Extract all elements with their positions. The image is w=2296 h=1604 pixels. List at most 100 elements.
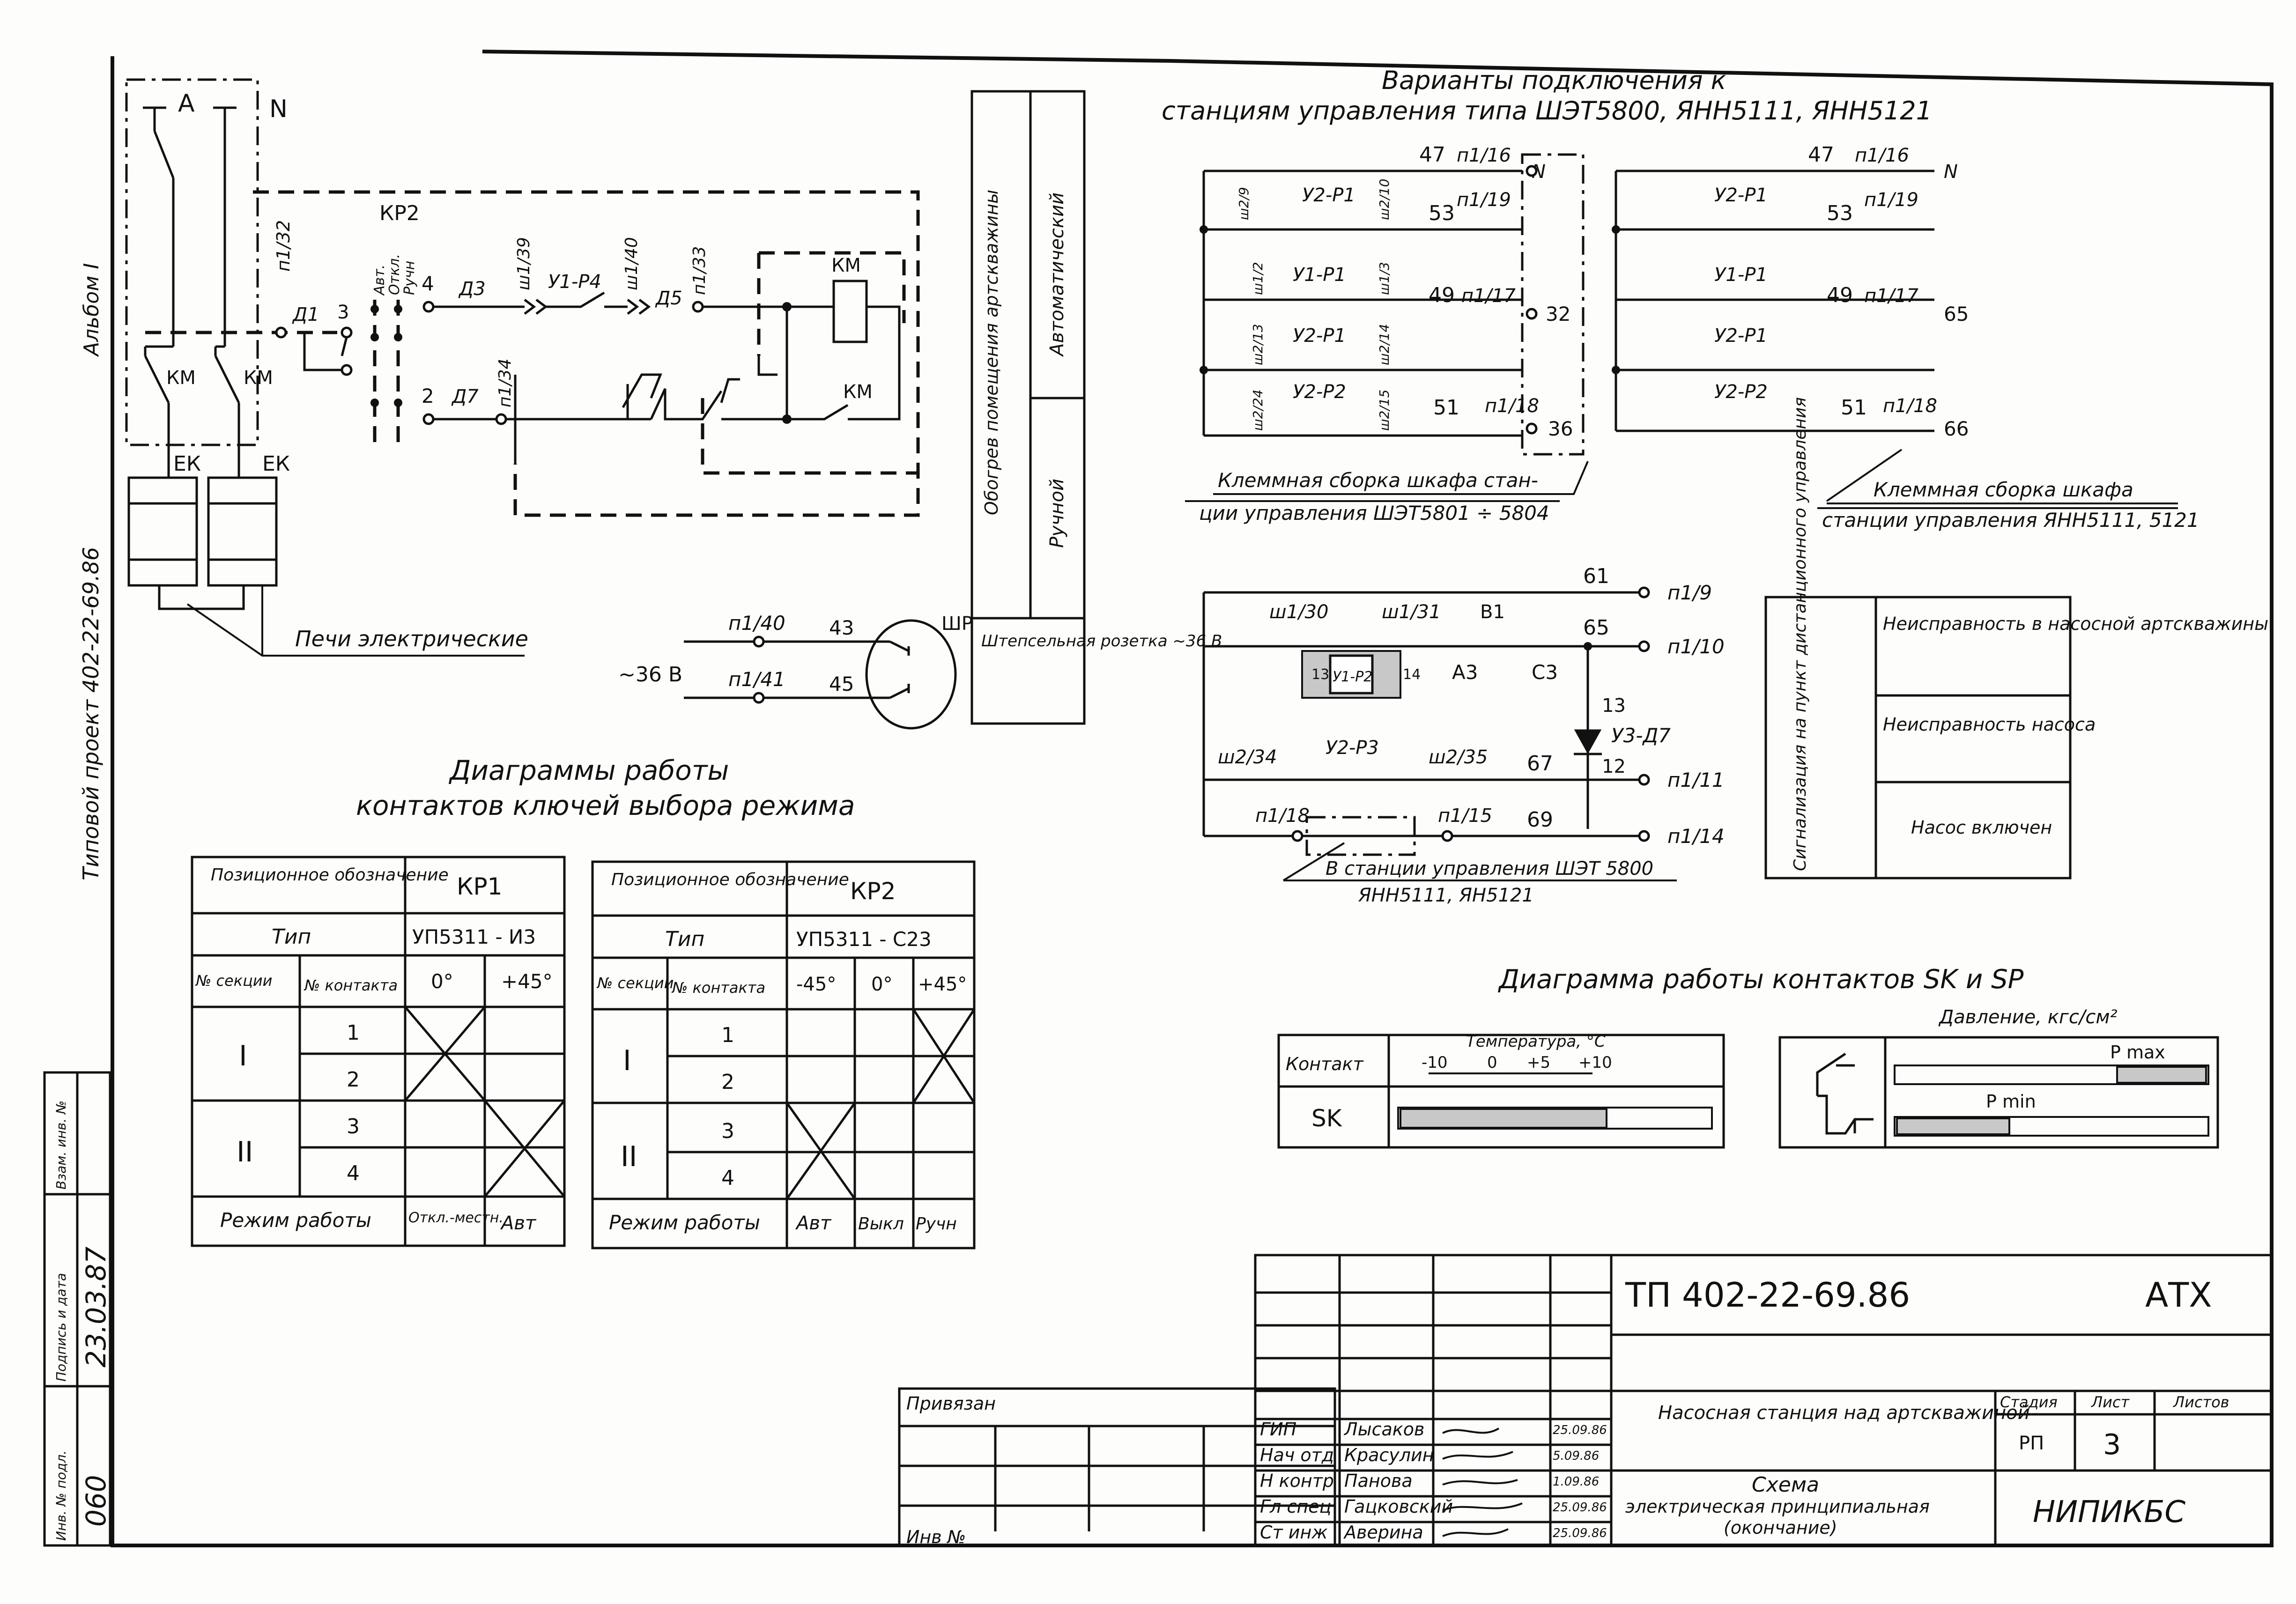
- v1-caption-2: ции управления ШЭТ5801 ÷ 5804: [1199, 502, 1549, 525]
- v2-caption-1: Клеммная сборка шкафа: [1874, 478, 2133, 501]
- v2-53-label: 53: [1827, 201, 1853, 225]
- sig-row-1: Неисправность в насосной артскважины: [1883, 614, 2268, 634]
- heater-2: [207, 476, 278, 587]
- v2-relay-3: У2-Р1: [1714, 325, 1768, 347]
- v1-conn-4: ш1/3: [1377, 262, 1392, 295]
- v1-conn-8: ш2/15: [1377, 390, 1392, 431]
- variants-title-2: станциям управления типа ШЭТ5800, ЯНН511…: [1162, 96, 1932, 126]
- kp2-h-mode: Режим работы: [609, 1211, 760, 1234]
- key-diagrams-title-2: контактов ключей выбора режима: [356, 790, 855, 821]
- side-auto-label: Автоматический: [1046, 192, 1068, 357]
- sig-p111-label: п1/11: [1667, 769, 1725, 791]
- sig-sh234-label: ш2/34: [1218, 747, 1277, 768]
- kp1-angle-0: 0°: [431, 970, 453, 993]
- sig-67-label: 67: [1527, 752, 1553, 776]
- kp2-angle-1: 0°: [871, 974, 892, 995]
- left-margin: Альбом I Типовой проект 402-22-69.86 Вза…: [43, 263, 112, 1547]
- v2-relay-1: У2-Р1: [1714, 185, 1768, 206]
- v2-terminal-66: 66: [1944, 417, 1969, 440]
- project-label: Типовой проект 402-22-69.86: [78, 547, 104, 880]
- kp1-h-cont: № контакта: [304, 976, 398, 994]
- v1-caption-1: Клеммная сборка шкафа стан-: [1218, 469, 1538, 492]
- tb-drawing-3: (окончание): [1724, 1517, 1837, 1538]
- tb-date-1: 5.09.86: [1553, 1449, 1599, 1463]
- sig-13b-label: 13: [1602, 695, 1626, 717]
- kp2-name: КР2: [850, 878, 896, 905]
- tb-name-4: Аверина: [1343, 1522, 1423, 1543]
- tb-stage: РП: [2019, 1433, 2044, 1454]
- v1-conn-1: ш2/9: [1236, 187, 1252, 220]
- sig-y2p3-label: У2-Р3: [1326, 737, 1379, 759]
- sig-sh235-label: ш2/35: [1429, 747, 1488, 768]
- pmax-band: [2116, 1066, 2207, 1084]
- p133-label: п1/33: [690, 246, 709, 295]
- plug-socket: [865, 619, 957, 730]
- sksp-tick-1: 0: [1487, 1053, 1497, 1072]
- kp2-angle-0: -45°: [796, 974, 836, 995]
- sig-p110-label: п1/10: [1667, 635, 1725, 658]
- sh140-label: ш1/40: [622, 237, 641, 290]
- sig-v1-label: В1: [1480, 601, 1505, 623]
- neutral-n-label: N: [269, 95, 288, 123]
- v1-49-label: 49: [1429, 283, 1455, 307]
- kp1-type: УП5311 - И3: [412, 925, 536, 948]
- mode-off-label: Откл.: [386, 254, 403, 295]
- tb-sheet: 3: [2103, 1428, 2121, 1461]
- tb-role-0: ГИП: [1260, 1419, 1296, 1440]
- socket-shr-label: ШР: [941, 613, 973, 635]
- mode-auto-label: Авт.: [371, 265, 388, 296]
- v2-n-terminal: N: [1944, 161, 1958, 183]
- kp2-h-pos: Позиционное обозначение: [611, 870, 849, 889]
- sig-y1p2-label: У1-Р2: [1333, 669, 1372, 685]
- tb-role-3: Гл спец: [1260, 1496, 1332, 1517]
- v1-conn-5: ш2/13: [1250, 324, 1266, 366]
- phase-a-label: A: [178, 89, 195, 118]
- sig-12-label: 12: [1602, 756, 1626, 777]
- tb-date-2: 1.09.86: [1553, 1475, 1599, 1489]
- v2-49-label: 49: [1827, 283, 1853, 307]
- tb-code: ТП 402-22-69.86: [1625, 1275, 1910, 1315]
- node-3-label: 3: [337, 302, 349, 323]
- kp1-h-mode: Режим работы: [220, 1209, 371, 1232]
- sig-65-label: 65: [1583, 616, 1609, 640]
- sk-active-band: [1400, 1108, 1607, 1129]
- kp2-mode-1: Выкл: [858, 1214, 904, 1234]
- km-coil: [832, 280, 868, 343]
- title-block: Привязан Инв № ТП 402-22-69.86 АТХ ГИП Н…: [898, 1254, 2273, 1547]
- sig-13-label: 13: [1311, 666, 1329, 683]
- kp2-sec-1: I: [623, 1044, 631, 1077]
- tb-role-2: Н контр: [1260, 1471, 1334, 1491]
- v2-relay-2: У1-Р1: [1714, 264, 1768, 286]
- kp1-mode-0: Откл.-местн.: [408, 1210, 504, 1226]
- kp2-h-type: Тип: [665, 927, 704, 951]
- kp1-contact-1: 1: [347, 1021, 360, 1045]
- tb-name-0: Лысаков: [1343, 1419, 1424, 1440]
- tb-date-0: 25.09.86: [1553, 1423, 1607, 1437]
- variant-yann5111: 47 п1/16 N У2-Р1 У1-Р1 У2-Р1 У2-Р2 53 п1…: [1612, 143, 2200, 532]
- socket-43-label: 43: [829, 616, 854, 639]
- sig-p118-label: п1/18: [1255, 805, 1310, 827]
- kp2-table: Позиционное обозначение КР2 Тип УП5311 -…: [591, 860, 976, 1249]
- sig-row-2: Неисправность насоса: [1883, 714, 2096, 735]
- sig-caption-2: ЯНН5111, ЯН5121: [1358, 885, 1534, 906]
- side-socket-label: Штепсельная розетка ~36 В: [981, 632, 1222, 650]
- sig-sh130-label: ш1/30: [1269, 601, 1328, 623]
- tb-name-2: Панова: [1344, 1471, 1413, 1491]
- kp2-h-cont: № контакта: [671, 979, 765, 997]
- heater-ek2-label: ЕК: [262, 452, 290, 476]
- km-contact-2-label: КМ: [244, 367, 273, 389]
- v1-p116-label: п1/16: [1457, 145, 1511, 166]
- p134-label: п1/34: [496, 359, 515, 407]
- tb-org: НИПИКБС: [2033, 1495, 2185, 1530]
- stamp-signature-label: Подпись и дата: [53, 1273, 69, 1382]
- sksp-pressure: Давление, кгс/см²: [1938, 1006, 2118, 1028]
- tb-object: Насосная станция над артскважиной: [1658, 1402, 2030, 1424]
- heater-ek1-label: ЕК: [173, 452, 201, 476]
- socket-p140-label: п1/40: [728, 612, 785, 635]
- stamp-inventory-label: Инв. № подл.: [53, 1450, 69, 1541]
- v1-relay-2: У1-Р1: [1293, 264, 1346, 286]
- tb-drawing-1: Схема: [1752, 1473, 1819, 1497]
- v1-relay-3: У2-Р1: [1293, 325, 1346, 347]
- sig-row-3: Насос включен: [1911, 817, 2052, 838]
